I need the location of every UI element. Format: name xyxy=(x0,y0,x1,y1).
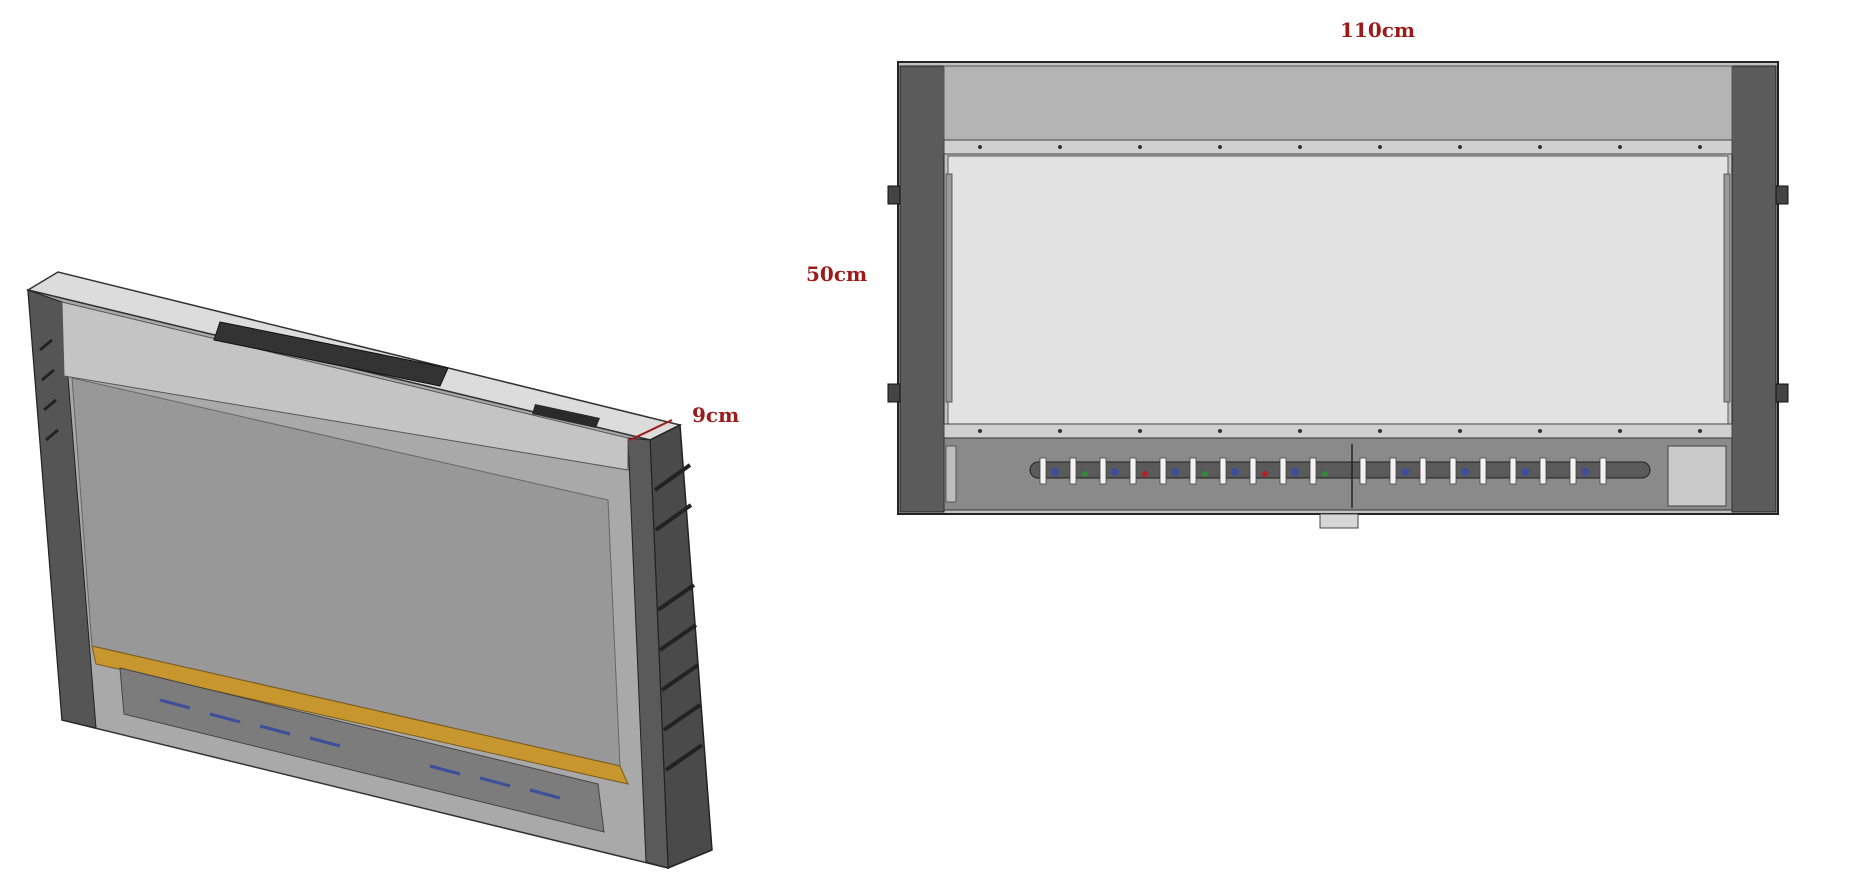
iso-right-side-slots xyxy=(653,463,704,772)
iso-left-side-slots xyxy=(39,338,59,442)
front-burner-elements xyxy=(1039,457,1607,485)
front-left-bracket xyxy=(945,173,953,403)
iso-burner-bay xyxy=(119,667,605,833)
front-right-frame xyxy=(1731,65,1777,513)
front-lower-rail xyxy=(943,423,1733,439)
width-dimension-label: 110cm xyxy=(1340,18,1416,42)
iso-right-frame xyxy=(627,437,669,869)
front-glass-panel xyxy=(947,155,1729,425)
iso-burner-details xyxy=(159,698,561,800)
front-side-knobs xyxy=(887,185,1789,403)
front-right-bracket xyxy=(1723,173,1731,403)
depth-dimension-label: 9cm xyxy=(692,403,740,427)
front-burner-tube xyxy=(1029,461,1651,479)
iso-top-vent xyxy=(213,321,449,387)
iso-depth-dimension-line xyxy=(629,419,673,441)
iso-top-band xyxy=(61,301,629,471)
iso-control-panel xyxy=(532,404,600,428)
front-view xyxy=(887,61,1789,529)
front-bottom-tab xyxy=(1319,513,1359,529)
front-rail-rivets xyxy=(978,145,1702,433)
front-left-frame xyxy=(899,65,945,513)
front-top-band xyxy=(943,65,1733,141)
iso-trim-strip xyxy=(91,645,629,785)
front-upper-rail xyxy=(943,139,1733,155)
iso-left-frame xyxy=(27,289,97,729)
height-dimension-label: 50cm xyxy=(806,262,868,286)
front-service-box xyxy=(1667,445,1727,507)
front-burner-left-bracket xyxy=(945,445,957,503)
isometric-view xyxy=(26,271,713,870)
